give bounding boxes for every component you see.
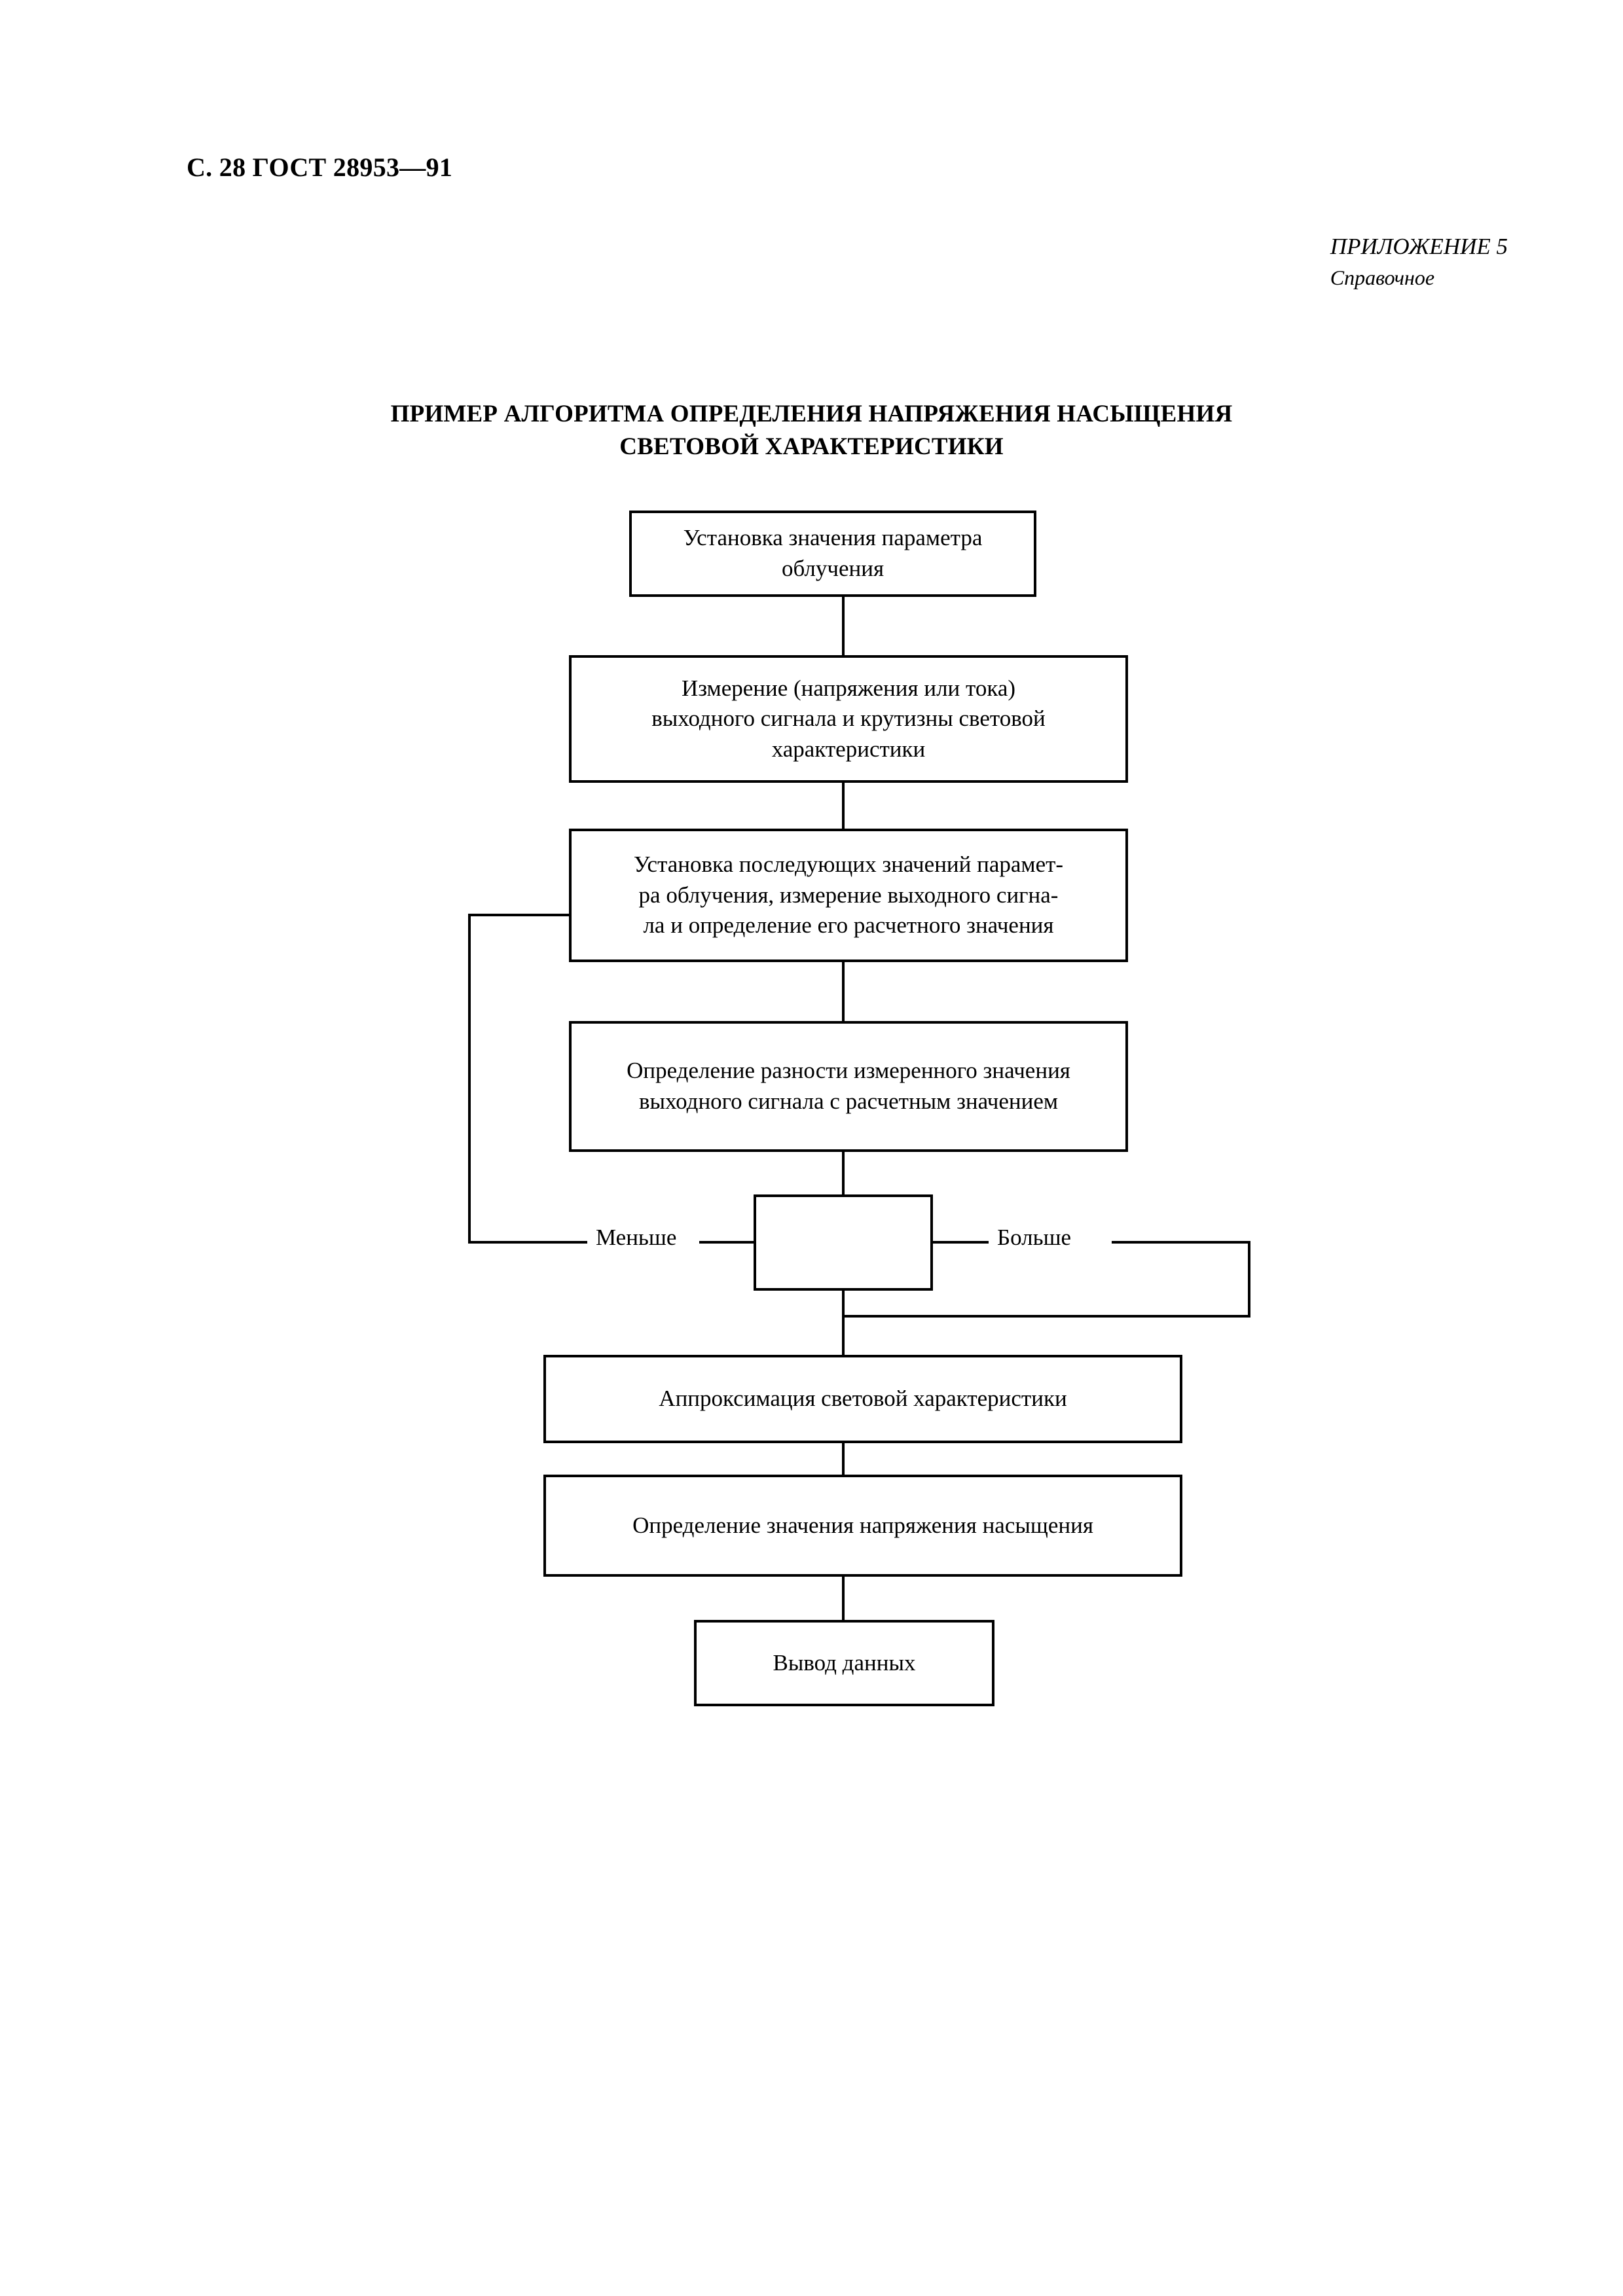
node-box-output-data [694,1620,994,1706]
node-box-set-parameter [629,511,1036,597]
page-title-line-1: ПРИМЕР АЛГОРИТМА ОПРЕДЕЛЕНИЯ НАПРЯЖЕНИЯ … [390,401,1233,427]
node-label-saturation-voltage: Определение значения напряжения насыщени… [632,1512,1093,1538]
node-box-set-next-parameters [569,829,1128,962]
node-box-saturation-voltage [543,1475,1182,1577]
appendix-block: ПРИЛОЖЕНИЕ 5 Справочное [1330,230,1508,293]
page-title: ПРИМЕР АЛГОРИТМА ОПРЕДЕЛЕНИЯ НАПРЯЖЕНИЯ … [0,398,1623,464]
appendix-kind: Справочное [1330,265,1435,289]
node-box-approximation [543,1355,1182,1443]
node-label-output-data: Вывод данных [773,1649,916,1676]
node-label-set-next-parameters: Установка последующих значений парамет- … [633,852,1064,939]
node-label-set-parameter: Установка значения параметра облучения [683,525,983,581]
branch-label-greater: Больше [991,1225,1078,1251]
running-head: С. 28 ГОСТ 28953—91 [187,152,453,182]
node-label-compute-difference: Определение разности измеренного значени… [627,1058,1070,1114]
node-label-decision [755,1196,932,1289]
node-label-measure-signal: Измерение (напряжения или тока) выходног… [651,675,1046,762]
appendix-title: ПРИЛОЖЕНИЕ 5 [1330,234,1508,259]
node-box-decision [754,1194,933,1291]
node-box-compute-difference [569,1021,1128,1152]
node-label-approximation: Аппроксимация световой характеристики [659,1386,1067,1412]
branch-label-less: Меньше [589,1225,684,1251]
page-title-line-2: СВЕТОВОЙ ХАРАКТЕРИСТИКИ [619,433,1004,461]
node-box-measure-signal [569,655,1128,783]
